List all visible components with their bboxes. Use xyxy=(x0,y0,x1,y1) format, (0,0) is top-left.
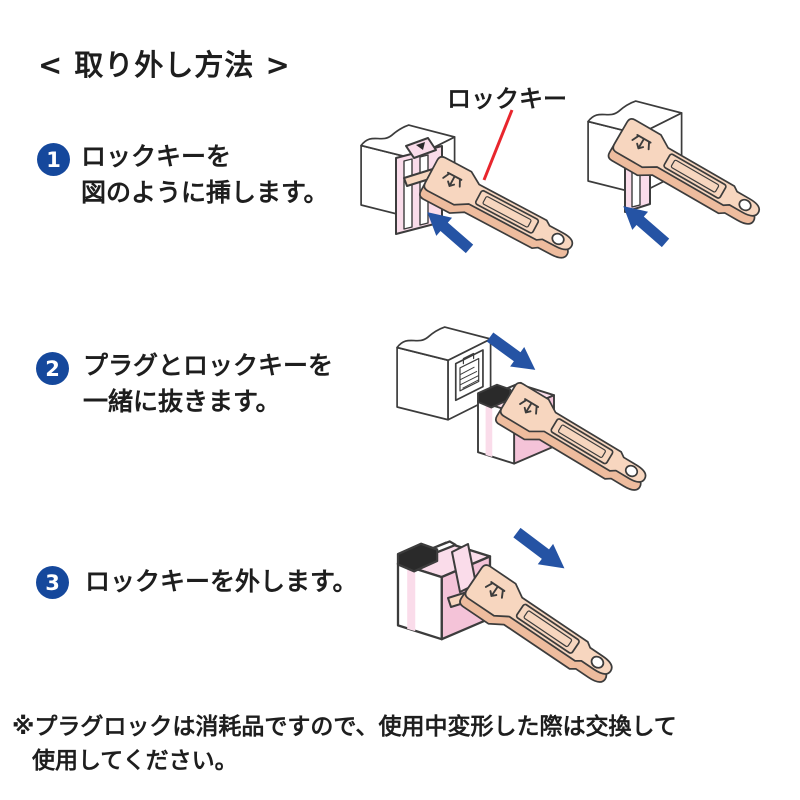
callout-pointer-line xyxy=(482,109,514,181)
step-2-line-2: 一緒に抜きます。 xyxy=(83,387,281,416)
note-line-1: ※プラグロックは消耗品ですので、使用中変形した際は交換して xyxy=(12,714,677,740)
lock-key-callout-label: ロックキー xyxy=(447,85,567,113)
step-2-number: 2 xyxy=(45,356,60,381)
step-3-number: 3 xyxy=(45,570,60,595)
lock-key xyxy=(456,562,623,697)
page-title: < 取り外し方法 > xyxy=(38,48,291,82)
step-3-text: ロックキーを外します。 xyxy=(85,564,358,600)
illustration-step3-remove-key xyxy=(396,522,623,697)
step-1-number: 1 xyxy=(46,147,61,172)
step-2-line-1: プラグとロックキーを xyxy=(83,351,334,380)
step-2-text: プラグとロックキーを 一緒に抜きます。 xyxy=(83,348,333,420)
pull-direction-arrow xyxy=(482,327,543,380)
note-line-2: 使用してください。 xyxy=(32,748,238,774)
remove-direction-arrow xyxy=(509,522,573,579)
step-1-line-2: 図のように挿します。 xyxy=(81,178,329,207)
step-1-text: ロックキーを 図のように挿します。 xyxy=(81,139,329,211)
step-3-line-1: ロックキーを外します。 xyxy=(85,567,358,596)
illustration-step1-insert xyxy=(360,124,582,272)
step-2-badge: 2 xyxy=(36,352,69,385)
step-1-line-1: ロックキーを xyxy=(81,142,232,171)
illustration-step2-pull-out xyxy=(396,326,656,504)
step-3-badge: 3 xyxy=(36,566,69,599)
illustration-step1-seated xyxy=(587,100,769,252)
step-1-badge: 1 xyxy=(37,143,70,176)
consumable-note: ※プラグロックは消耗品ですので、使用中変形した際は交換して 使用してください。 xyxy=(12,710,677,778)
